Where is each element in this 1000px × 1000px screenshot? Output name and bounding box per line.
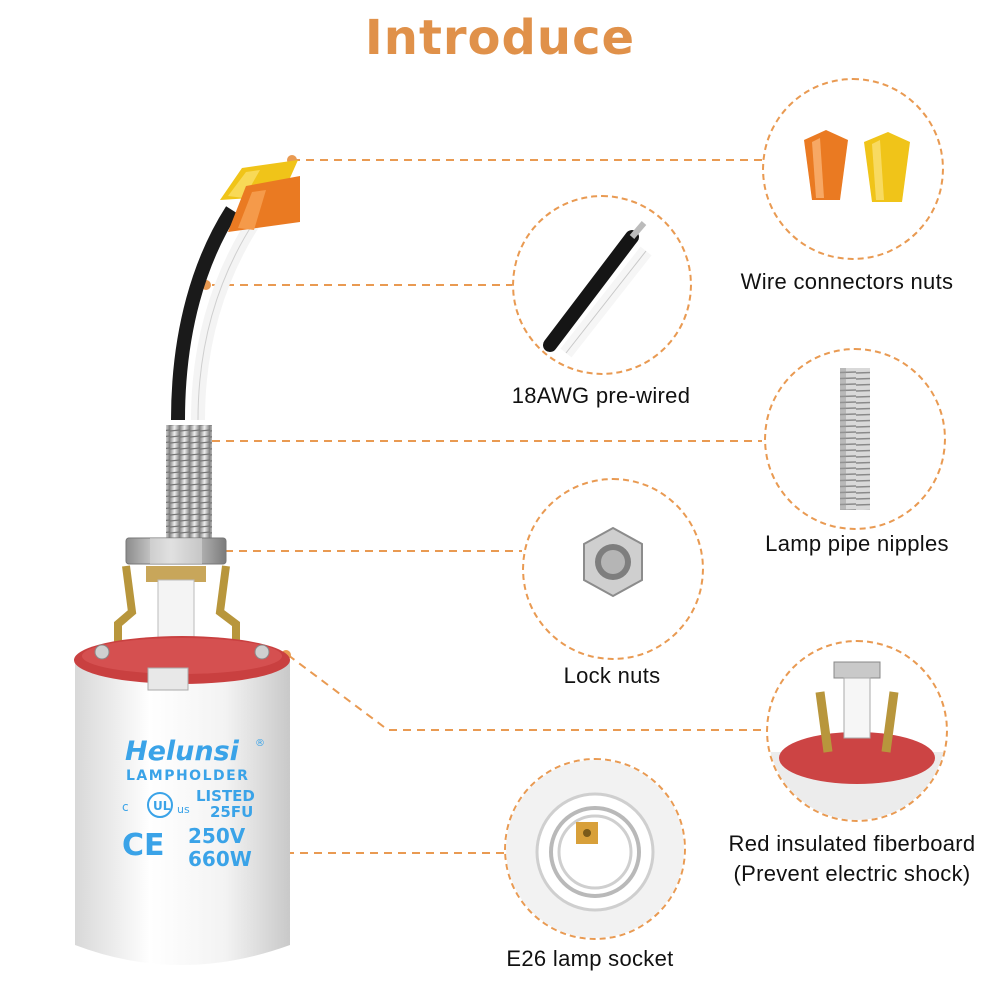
svg-text:LAMPHOLDER: LAMPHOLDER [126,768,249,784]
wire-connectors-label: Wire connectors nuts [740,269,954,294]
pre-wired-label: 18AWG pre-wired [511,383,691,408]
socket-label: E26 lamp socket [506,946,674,971]
ce-mark: CE [122,828,165,863]
socket-icon [506,760,684,938]
svg-text:250V: 250V [188,824,246,848]
svg-text:c: c [122,800,129,814]
lock-nuts-label: Lock nuts [563,663,661,688]
wire-icon [543,221,652,358]
pipe-nipples-circle [764,348,946,530]
svg-text:25FU: 25FU [210,803,253,821]
svg-text:us: us [177,803,190,816]
fiberboard-icon [768,661,946,820]
svg-text:®: ® [255,738,265,749]
black-wire [171,206,238,421]
fiberboard-circle [766,640,948,822]
hex-nut-icon [583,526,643,598]
wire-connector-icon [804,130,910,202]
orange-wire-nut [228,176,300,232]
threaded-pipe-icon [840,368,870,510]
svg-text:660W: 660W [188,847,252,871]
fiberboard-label-line1: Red insulated fiberboard [728,831,976,856]
page-title: Introduce [364,10,636,66]
svg-text:UL: UL [153,799,171,813]
lock-nuts-circle [522,478,704,660]
pipe-nipples-label: Lamp pipe nipples [765,531,949,556]
brass-bracket [114,565,240,648]
pre-wired-circle [512,195,692,375]
svg-text:LISTED: LISTED [196,787,255,805]
ul-mark-icon [147,792,173,818]
brand-text: Helunsi [125,736,240,767]
wire-connectors-circle [762,78,944,260]
fiberboard-label-line2: (Prevent electric shock) [733,861,971,886]
ceramic-body [75,660,290,965]
socket-circle [504,758,686,940]
threaded-pipe [166,425,212,547]
